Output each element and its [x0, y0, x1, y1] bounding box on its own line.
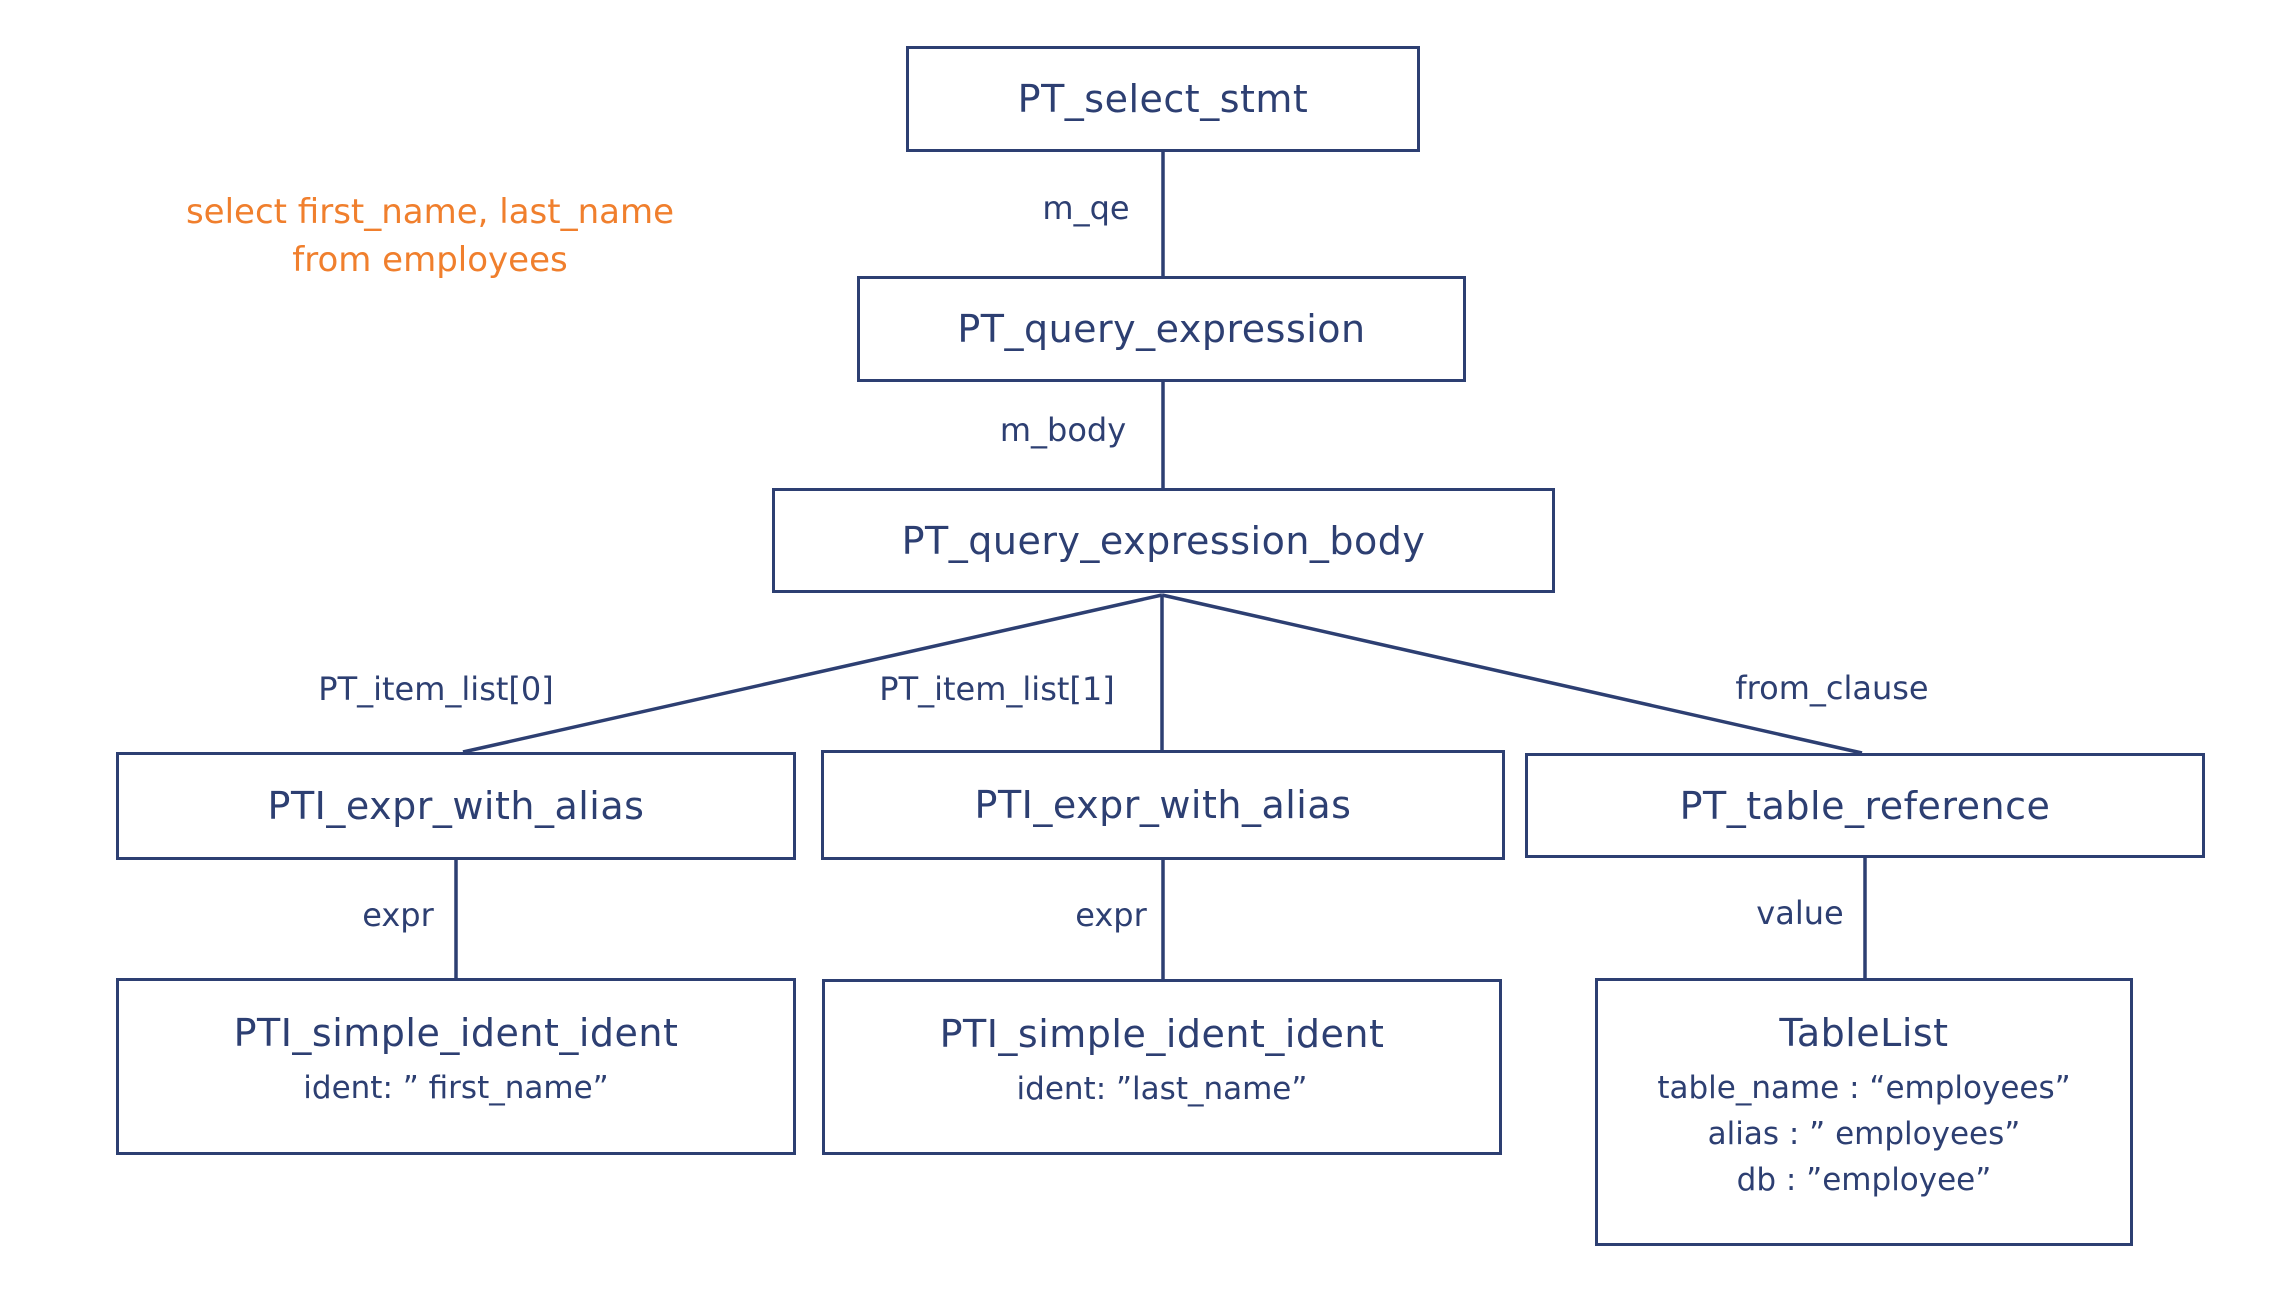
node-pt-select-stmt: PT_select_stmt — [906, 46, 1420, 152]
node-pti-expr-with-alias-1: PTI_expr_with_alias — [821, 750, 1505, 860]
edge-label-from-clause: from_clause — [1735, 669, 1929, 707]
edge-label-expr-1: expr — [1075, 896, 1147, 934]
node-title: PT_table_reference — [1679, 783, 2051, 828]
node-prop-db: db : ”employee” — [1736, 1162, 1992, 1198]
node-pt-query-expression-body: PT_query_expression_body — [772, 488, 1555, 593]
edge-label-pt-item-list-0: PT_item_list[0] — [318, 670, 554, 708]
node-title: TableList — [1779, 1011, 1949, 1055]
node-pti-simple-ident-ident-0: PTI_simple_ident_ident ident: ” first_na… — [116, 978, 796, 1155]
node-title: PTI_expr_with_alias — [974, 783, 1352, 827]
edge-label-expr-0: expr — [362, 896, 434, 934]
node-title: PTI_expr_with_alias — [267, 784, 645, 828]
edge-label-m-body: m_body — [999, 411, 1127, 449]
node-table-list: TableList table_name : “employees” alias… — [1595, 978, 2133, 1246]
node-title: PT_query_expression — [957, 307, 1366, 351]
edge-label-m-qe: m_qe — [1042, 189, 1130, 227]
node-prop-ident: ident: ” first_name” — [303, 1070, 609, 1106]
node-title: PTI_simple_ident_ident — [939, 1012, 1385, 1056]
edge-label-pt-item-list-1: PT_item_list[1] — [879, 670, 1115, 708]
node-prop-table-name: table_name : “employees” — [1657, 1070, 2071, 1106]
node-pti-simple-ident-ident-1: PTI_simple_ident_ident ident: ”last_name… — [822, 979, 1502, 1155]
node-prop-ident: ident: ”last_name” — [1016, 1071, 1308, 1107]
node-title: PTI_simple_ident_ident — [233, 1011, 679, 1055]
node-pt-table-reference: PT_table_reference — [1525, 753, 2205, 858]
sql-query-annotation: select first_name, last_name from employ… — [130, 188, 730, 284]
edge-item-list-0-line — [462, 593, 1163, 754]
sql-query-line-2: from employees — [292, 240, 568, 280]
node-prop-alias: alias : ” employees” — [1707, 1116, 2021, 1152]
node-title: PT_query_expression_body — [901, 518, 1426, 563]
edge-from-clause-line — [1161, 593, 1863, 755]
sql-query-line-1: select first_name, last_name — [185, 192, 675, 232]
node-pt-query-expression: PT_query_expression — [857, 276, 1466, 382]
edge-label-value: value — [1756, 894, 1844, 932]
node-pti-expr-with-alias-0: PTI_expr_with_alias — [116, 752, 796, 860]
node-title: PT_select_stmt — [1017, 77, 1309, 121]
